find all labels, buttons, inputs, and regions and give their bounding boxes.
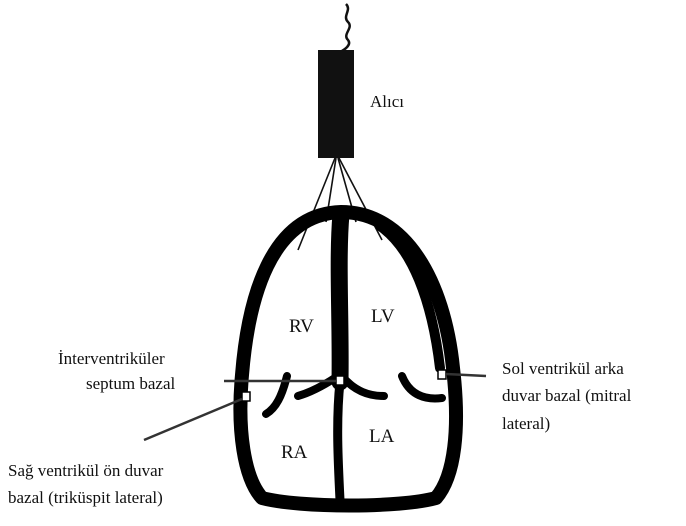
septum-marker: [336, 376, 344, 385]
la-label: LA: [369, 426, 395, 447]
probe-body: [318, 50, 354, 158]
right-wall-annotation-line-1: Sağ ventrikül ön duvar: [8, 461, 164, 480]
septum-annotation-line-2: septum bazal: [86, 374, 175, 393]
left-wall-annotation-line-2: duvar bazal (mitral: [502, 386, 632, 405]
interatrial-septum: [338, 382, 340, 500]
ra-label: RA: [281, 442, 308, 463]
right-wall-annotation-line-2: bazal (triküspit lateral): [8, 488, 163, 507]
interventricular-septum: [339, 214, 341, 382]
left-wall-annotation-line-3: lateral): [502, 414, 550, 433]
probe-label: Alıcı: [370, 92, 404, 111]
lv-label: LV: [371, 306, 395, 327]
septum-annotation-line-1: İnterventriküler: [58, 349, 165, 368]
probe-cable: [340, 4, 350, 52]
right-wall-pointer: [144, 399, 242, 440]
rv-label: RV: [289, 316, 314, 337]
pointer-lines: [144, 374, 486, 440]
left-wall-annotation-line-1: Sol ventrikül arka: [502, 359, 624, 378]
right-wall-marker: [242, 392, 250, 401]
left-wall-marker: [438, 370, 446, 379]
